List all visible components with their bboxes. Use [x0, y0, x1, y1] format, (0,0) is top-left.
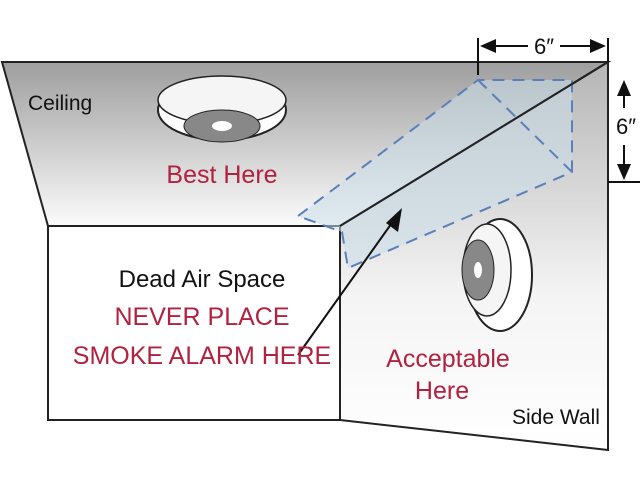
never-place-label: NEVER PLACE [114, 303, 289, 331]
acceptable-label: Acceptable [386, 345, 510, 373]
dead-air-arrow-icon [297, 208, 402, 356]
best-here-label: Best Here [166, 161, 277, 189]
dead-air-label: Dead Air Space [119, 266, 286, 293]
zone-diagonal [477, 79, 573, 173]
acceptable-label-2: Here [415, 377, 469, 405]
ceiling-smoke-alarm-icon [157, 75, 287, 143]
side-wall-label: Side Wall [512, 406, 600, 429]
corner-edge [339, 61, 609, 227]
dimension-horizontal [477, 38, 609, 75]
front-wall-surface [47, 225, 341, 421]
ceiling-label: Ceiling [28, 92, 92, 115]
dimension-vertical-label: 6″ [616, 114, 636, 139]
dimension-horizontal-label: 6″ [534, 34, 554, 59]
dimension-vertical [608, 80, 640, 183]
never-place-label-2: SMOKE ALARM HERE [73, 342, 331, 370]
wall-smoke-alarm-icon [461, 218, 533, 332]
